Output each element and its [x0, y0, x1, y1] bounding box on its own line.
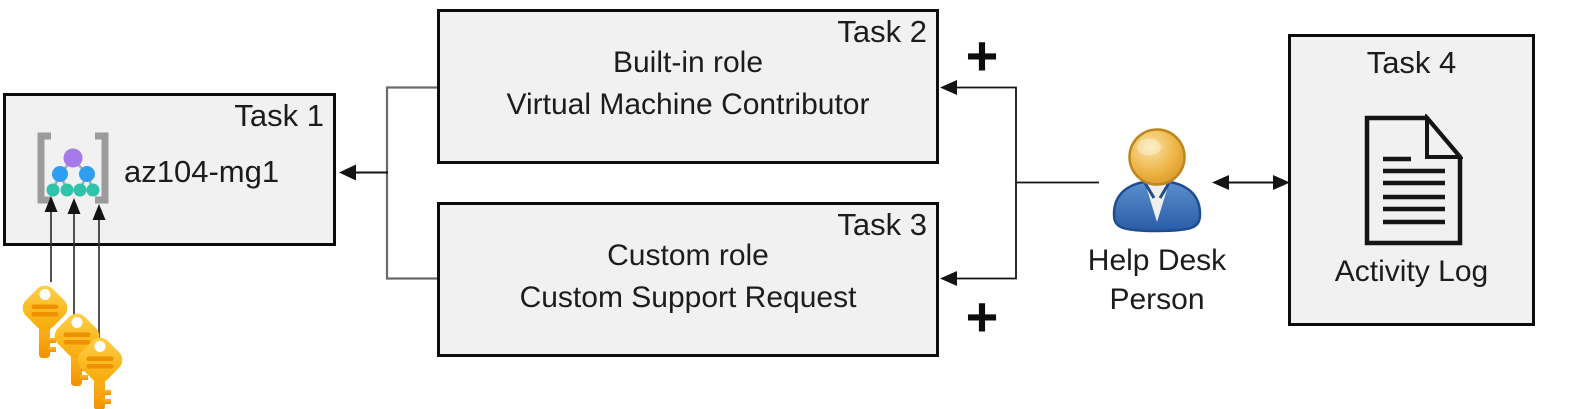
- leaf-node: [73, 183, 87, 197]
- task3-line2: Custom Support Request: [519, 281, 857, 314]
- management-group-icon: [34, 128, 112, 206]
- bracket-right: [95, 132, 109, 204]
- task4-box: Task 4 Activity Log: [1288, 34, 1535, 326]
- child-node: [52, 166, 68, 182]
- arrowhead-to-task1: [339, 164, 356, 181]
- leaf-node: [60, 183, 74, 197]
- task1-box: Task 1 az104-mg1: [3, 93, 336, 246]
- task3-label: Task 3: [837, 207, 927, 242]
- task3-box: Task 3 Custom role Custom Support Reques…: [437, 202, 939, 357]
- page-fold: [1425, 114, 1463, 159]
- head-highlight: [1137, 138, 1161, 156]
- person-label: Help Desk Person: [1062, 241, 1252, 319]
- task2-label: Task 2: [837, 14, 927, 49]
- root-node: [63, 148, 83, 168]
- leaf-node: [86, 183, 100, 197]
- page-text-lines: [1383, 156, 1445, 225]
- leaf-node: [46, 183, 60, 197]
- arrowhead-to-task3: [940, 271, 957, 286]
- task2-box: Task 2 Built-in role Virtual Machine Con…: [437, 9, 939, 164]
- person-label-line1: Help Desk: [1087, 244, 1227, 277]
- person-icon: [1106, 126, 1208, 234]
- task3-line1: Custom role: [607, 239, 769, 272]
- right-bracket-connector: [956, 86, 1017, 280]
- task1-label: Task 1: [234, 98, 324, 133]
- child-node: [79, 166, 95, 182]
- plus-sign-bottom: +: [965, 285, 999, 348]
- task4-caption: Activity Log: [1334, 255, 1489, 288]
- left-bracket-connector: [385, 86, 437, 280]
- person-lapels: [1143, 182, 1171, 199]
- arrowhead-to-person: [1212, 175, 1229, 190]
- plus-sign-top: +: [965, 24, 999, 87]
- document-icon: [1363, 114, 1463, 246]
- person-head: [1128, 128, 1186, 186]
- task2-line2: Virtual Machine Contributor: [506, 88, 870, 121]
- arrowhead-to-task2: [940, 80, 957, 95]
- task2-line1: Built-in role: [612, 46, 764, 79]
- person-label-line2: Person: [1109, 283, 1205, 316]
- management-group-name: az104-mg1: [124, 154, 280, 189]
- keys-group: [18, 281, 127, 409]
- task4-label: Task 4: [1366, 45, 1457, 80]
